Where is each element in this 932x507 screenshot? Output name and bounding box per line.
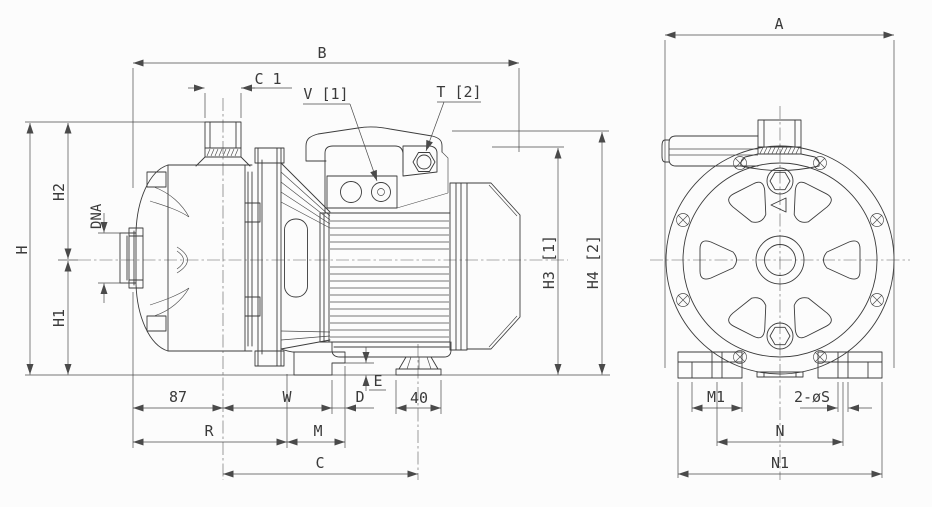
- dim-H1: H1: [50, 259, 78, 375]
- dim-W-label: W: [282, 388, 292, 406]
- dim-C1-label: C 1: [254, 70, 281, 88]
- dim-2oS: 2-øS: [794, 382, 872, 412]
- pump-foot: [293, 351, 346, 376]
- dim-R: R: [133, 422, 287, 446]
- dim-C-label: C: [315, 454, 324, 472]
- thread-hatch: [759, 147, 800, 154]
- dim-A-label: A: [774, 15, 783, 33]
- bolt-icon: [813, 156, 827, 170]
- side-view: H H2 H1 DNA B C 1 V [1]: [13, 44, 610, 480]
- dim-2oS-label: 2-øS: [794, 388, 830, 406]
- dim-87: 87: [133, 388, 223, 412]
- callout-T2-label: T [2]: [436, 83, 481, 101]
- motor-foot: [331, 341, 452, 376]
- pump-casing: [135, 164, 261, 352]
- discharge-port-front: [740, 119, 820, 171]
- dim-H4: H4 [2]: [452, 130, 609, 375]
- dim-H: H: [13, 123, 34, 375]
- dim-H2: H2: [50, 123, 72, 259]
- terminal-hole: [340, 181, 362, 203]
- terminal-box-front: [661, 135, 759, 167]
- bolt-icon: [676, 213, 690, 227]
- dim-N-label: N: [775, 422, 784, 440]
- cooling-fins: [330, 220, 449, 338]
- bolt-icon: [733, 350, 747, 364]
- suction-eye: [764, 244, 796, 276]
- priming-plug: [766, 167, 794, 195]
- dim-N1-label: N1: [771, 454, 789, 472]
- motor-body: [319, 212, 451, 343]
- backplate-flange: [254, 147, 285, 367]
- bolt-icon: [870, 213, 884, 227]
- bolt-icon: [676, 293, 690, 307]
- hub-outer: [755, 235, 805, 285]
- callout-V1-label: V [1]: [303, 85, 348, 103]
- bracket-opening: [284, 218, 308, 298]
- thread-hatch: [206, 148, 239, 157]
- flange-inner-circle: [682, 162, 878, 358]
- dim-R-label: R: [204, 422, 214, 440]
- bolt-icon: [733, 156, 747, 170]
- rubber-foot-ribs: [406, 356, 432, 370]
- dim-B: B: [132, 44, 520, 188]
- callout-V1: V [1]: [303, 85, 378, 182]
- dim-40-label: 40: [410, 389, 428, 407]
- dim-E: E: [345, 347, 386, 391]
- front-view: A M1 2-øS N N1: [650, 15, 910, 480]
- casing-lug-top: [146, 171, 167, 188]
- terminal-box-lid: [305, 126, 443, 162]
- flange-bolts: [676, 156, 884, 364]
- bolt-icon: [870, 293, 884, 307]
- dim-87-label: 87: [169, 388, 187, 406]
- dim-B-label: B: [317, 44, 326, 62]
- dim-N1: N1: [677, 382, 883, 478]
- volute-crescent: [176, 246, 188, 274]
- dim-H-label: H: [13, 245, 31, 254]
- suction-port: [119, 227, 144, 289]
- dim-H1-label: H1: [50, 309, 68, 327]
- bolt-icon: [813, 350, 827, 364]
- dim-N: N: [716, 382, 844, 446]
- cover-openings: [699, 181, 861, 339]
- dim-H3: H3 [1]: [492, 146, 564, 375]
- callout-T2: T [2]: [425, 83, 482, 152]
- base-feet: [677, 351, 883, 379]
- dim-M: M: [287, 422, 345, 446]
- dim-E-label: E: [373, 372, 382, 390]
- dim-C: C: [223, 454, 418, 478]
- dim-40: 40: [396, 389, 441, 412]
- dim-DNA-label: DNA: [89, 203, 105, 229]
- dim-C1: C 1: [188, 70, 292, 118]
- dim-H2-label: H2: [50, 183, 68, 201]
- dim-M1: M1: [691, 382, 743, 412]
- dim-A: A: [664, 15, 895, 368]
- dim-W: W: [223, 388, 332, 412]
- drain-plug: [766, 322, 794, 350]
- casing-lug-bottom: [146, 315, 167, 332]
- terminal-box: [305, 126, 449, 213]
- dim-H3-label: H3 [1]: [540, 235, 558, 289]
- dim-D-label: D: [355, 388, 364, 406]
- rotation-arrow: [770, 197, 787, 213]
- centerlines-side: [78, 98, 568, 480]
- dim-extension-lines: [132, 292, 442, 448]
- centerlines-front: [650, 106, 910, 480]
- plug-t: [416, 154, 432, 170]
- cable-gland: [371, 182, 391, 202]
- gland-plate: [326, 175, 398, 209]
- discharge-port: [195, 121, 251, 167]
- dim-D: D: [332, 388, 374, 412]
- fan-cover: [449, 182, 521, 351]
- dim-H4-label: H4 [2]: [584, 235, 602, 289]
- dim-M-label: M: [313, 422, 322, 440]
- dim-DNA: DNA: [89, 203, 131, 303]
- dim-M1-label: M1: [707, 388, 725, 406]
- lantern-bracket: [280, 162, 331, 353]
